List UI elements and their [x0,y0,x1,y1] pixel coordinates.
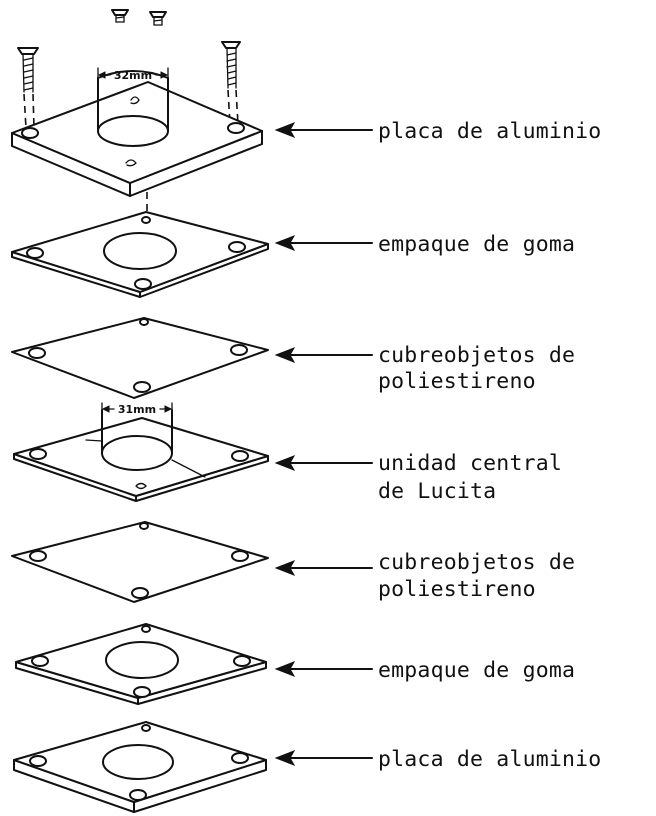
screw-head-icon [111,9,129,23]
dimension-label-center: 31mm [118,403,156,416]
label-arrow-1 [274,122,373,138]
dimension-31mm: 31mm [101,402,173,417]
rubber-gasket-top [11,211,269,298]
label-lucite-line2: de Lucita [378,479,496,504]
aluminum-plate-bottom [13,721,267,813]
label-aluminum-plate-bottom: placa de aluminio [378,747,601,772]
polystyrene-coverslip-upper [11,317,269,399]
label-coverslip-lower-line1: cubreobjetos de [378,550,575,575]
polystyrene-coverslip-lower [11,521,269,603]
dimension-label-top: 32mm [114,69,152,82]
label-arrow-3 [274,347,373,363]
aluminum-plate-top [11,70,263,197]
long-screw-left [17,47,39,129]
label-lucite-line1: unidad central [378,451,562,476]
label-coverslip-upper-line1: cubreobjetos de [378,343,575,368]
label-coverslip-lower-line2: poliestireno [378,577,536,602]
lucite-central-unit [13,409,269,502]
dimension-32mm: 32mm [97,67,169,83]
rubber-gasket-bottom [15,623,267,705]
label-rubber-gasket-top: empaque de goma [378,232,575,257]
label-arrow-4 [274,455,373,471]
label-arrow-2 [274,235,373,251]
label-coverslip-upper-line2: poliestireno [378,369,536,394]
screw-head-icon [149,11,167,26]
label-arrow-6 [274,661,373,677]
loose-screws [111,9,167,26]
long-screw-right [221,41,241,125]
label-rubber-gasket-bottom: empaque de goma [378,658,575,683]
label-arrow-5 [274,560,373,576]
label-aluminum-plate-top: placa de aluminio [378,119,601,144]
label-arrow-7 [274,750,373,766]
